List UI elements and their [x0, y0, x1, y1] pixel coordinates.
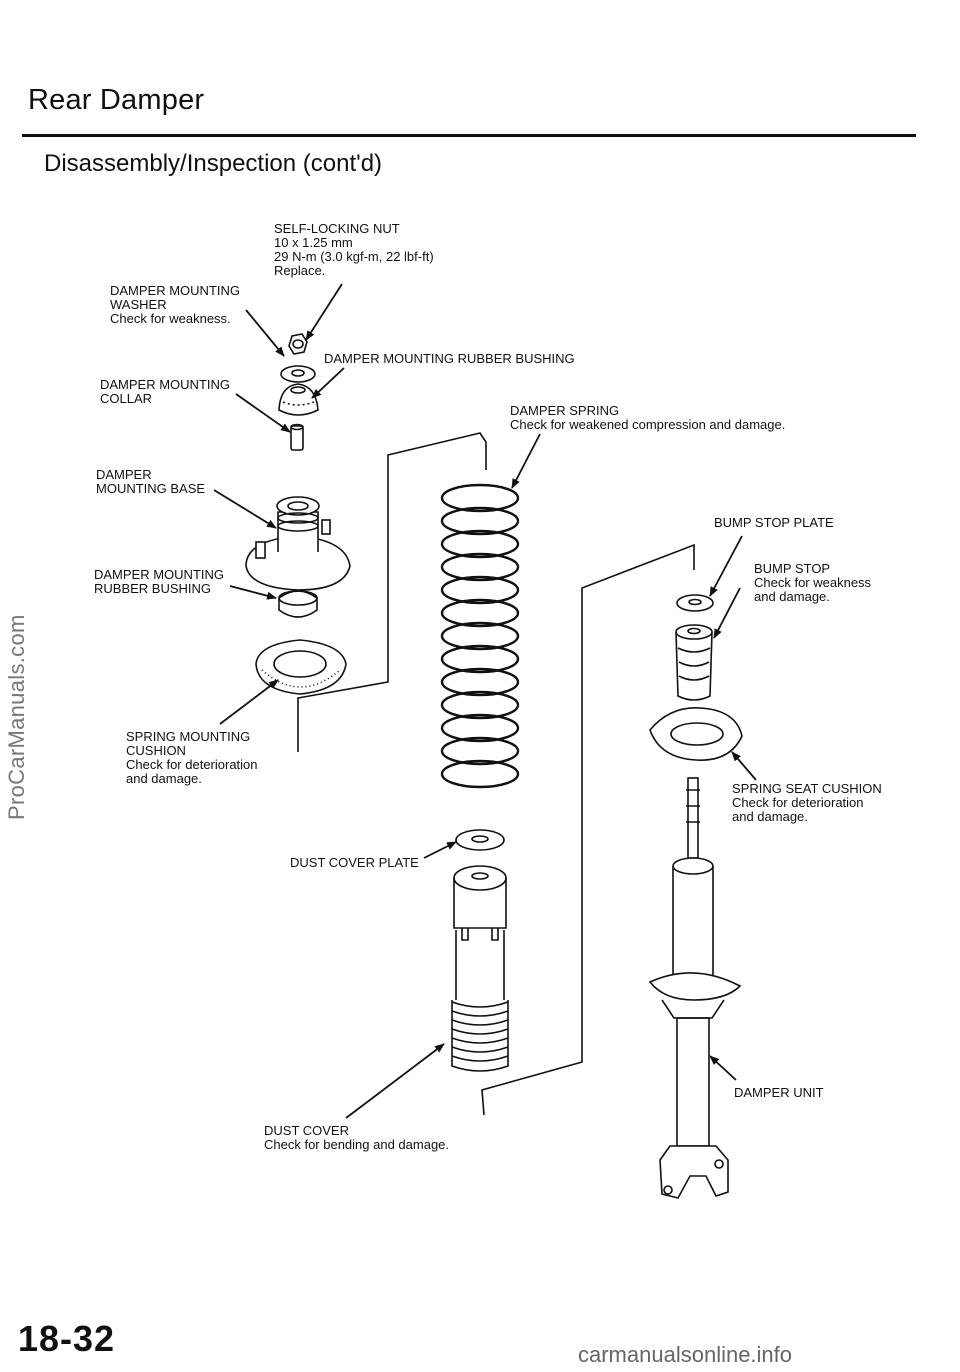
title-rule	[22, 134, 916, 137]
label-rubber-bushing-top: DAMPER MOUNTING RUBBER BUSHING	[324, 351, 575, 366]
label-dust-cover: DUST COVER Check for bending and damage.	[264, 1123, 450, 1152]
label-self-locking-nut: SELF-LOCKING NUT 10 x 1.25 mm 29 N-m (3.…	[274, 221, 434, 278]
collar-drawing	[290, 423, 304, 451]
dust-cover-plate-drawing	[455, 829, 505, 851]
washer-drawing	[280, 365, 316, 383]
footer-watermark: carmanualsonline.info	[578, 1342, 793, 1367]
page-number: 18-32	[18, 1318, 116, 1359]
label-spring-mounting-cushion: SPRING MOUNTING CUSHION Check for deteri…	[126, 729, 258, 786]
label-damper-spring: DAMPER SPRING Check for weakened compres…	[510, 403, 786, 432]
label-damper-unit: DAMPER UNIT	[734, 1085, 824, 1100]
section-subtitle: Disassembly/Inspection (cont'd)	[44, 150, 383, 177]
damper-unit-drawing	[648, 777, 742, 1199]
label-damper-mounting-base: DAMPER MOUNTING BASE	[96, 467, 206, 496]
damper-spring-drawing	[440, 483, 520, 789]
bracket-upper	[297, 432, 487, 752]
self-locking-nut-drawing	[288, 333, 308, 355]
rubber-bushing-lower-drawing	[278, 590, 318, 618]
label-dust-cover-plate: DUST COVER PLATE	[290, 855, 419, 870]
label-rubber-bushing-lower: DAMPER MOUNTING RUBBER BUSHING	[94, 567, 224, 596]
bracket-lower	[481, 543, 695, 1116]
dust-cover-drawing	[451, 865, 509, 1072]
bump-stop-drawing	[675, 624, 713, 701]
label-bump-stop-plate: BUMP STOP PLATE	[714, 515, 834, 530]
page-title: Rear Damper	[28, 84, 205, 116]
spring-seat-cushion-drawing	[649, 707, 743, 761]
mounting-base-drawing	[245, 496, 351, 591]
label-damper-mounting-washer: DAMPER MOUNTING WASHER Check for weaknes…	[110, 283, 240, 326]
side-watermark: ProCarManuals.com	[4, 614, 29, 820]
label-bump-stop: BUMP STOP Check for weakness and damage.	[754, 561, 872, 604]
label-spring-seat-cushion: SPRING SEAT CUSHION Check for deteriorat…	[732, 781, 882, 824]
rubber-bushing-top-drawing	[278, 383, 319, 416]
bump-stop-plate-drawing	[676, 594, 714, 612]
label-damper-mounting-collar: DAMPER MOUNTING COLLAR	[100, 377, 230, 406]
